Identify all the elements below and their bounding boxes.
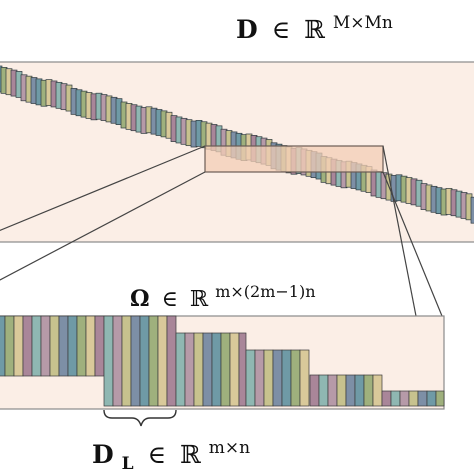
- zoom-block: [354, 374, 365, 407]
- zoom-block: [299, 349, 310, 407]
- zoomed-block-staircase: [0, 315, 445, 407]
- zoom-block: [103, 315, 114, 407]
- zoom-block: [58, 315, 69, 377]
- label-Omega-set: ℝ: [190, 287, 209, 312]
- zoom-block: [372, 374, 383, 407]
- zoom-block: [22, 315, 33, 377]
- label-Omega: Ω ∈ ℝ m×(2m−1)n: [130, 282, 316, 312]
- label-Omega-in: ∈: [162, 287, 178, 312]
- label-DL-subscript: L: [122, 454, 134, 474]
- zoom-block: [193, 332, 204, 407]
- connector-right-upper: [382, 145, 417, 317]
- zoom-block: [272, 349, 283, 407]
- label-D-set: ℝ: [304, 15, 325, 44]
- zoom-block: [309, 374, 320, 407]
- zoom-block: [49, 315, 60, 377]
- brace-DL: [103, 409, 177, 427]
- highlight-region: [204, 145, 384, 173]
- zoom-block: [13, 315, 24, 377]
- diagonal-block-strip: [0, 65, 474, 224]
- zoom-block: [40, 315, 51, 377]
- zoom-block: [148, 315, 159, 407]
- zoom-block: [139, 315, 150, 407]
- zoom-block: [121, 315, 132, 407]
- zoom-block: [281, 349, 292, 407]
- zoom-block: [76, 315, 87, 377]
- zoom-block: [363, 374, 374, 407]
- label-DL-set: ℝ: [180, 440, 201, 469]
- label-D-in: ∈: [272, 15, 291, 44]
- zoom-block: [31, 315, 42, 377]
- zoom-connector-lines: [0, 145, 443, 317]
- label-DL-exponent: m×n: [209, 438, 250, 458]
- label-D-symbol: D: [236, 15, 258, 44]
- zoom-block: [318, 374, 329, 407]
- zoom-block: [202, 332, 213, 407]
- diagonal-block: [470, 196, 474, 224]
- zoom-block: [130, 315, 141, 407]
- zoom-block: [85, 315, 96, 377]
- label-DL-symbol: D: [92, 440, 114, 469]
- label-Omega-symbol: Ω: [130, 286, 150, 312]
- label-DL-in: ∈: [148, 440, 167, 469]
- zoom-block: [417, 390, 428, 407]
- zoom-block: [390, 390, 401, 407]
- zoom-block: [426, 390, 437, 407]
- zoom-block: [211, 332, 222, 407]
- label-D-exponent: M×Mn: [333, 13, 393, 33]
- zoom-block: [238, 332, 247, 407]
- zoom-block: [290, 349, 301, 407]
- zoom-block: [435, 390, 445, 407]
- zoom-block: [67, 315, 78, 377]
- connector-left-lower: [0, 171, 206, 281]
- zoom-block: [166, 315, 177, 407]
- zoom-block: [245, 349, 256, 407]
- zoom-block: [399, 390, 410, 407]
- connector-left-upper: [0, 145, 206, 232]
- zoom-block: [157, 315, 168, 407]
- zoom-block: [0, 315, 6, 377]
- zoom-block: [175, 332, 186, 407]
- zoom-block: [408, 390, 419, 407]
- zoom-block: [112, 315, 123, 407]
- zoom-block: [220, 332, 231, 407]
- zoom-block: [336, 374, 347, 407]
- label-D: D ∈ ℝ M×Mn: [236, 13, 393, 44]
- connector-right-lower: [382, 171, 443, 317]
- zoom-block: [263, 349, 274, 407]
- zoom-block: [327, 374, 338, 407]
- zoom-block: [184, 332, 195, 407]
- zoom-block: [4, 315, 15, 377]
- zoom-block: [94, 315, 105, 377]
- label-DL: D L ∈ ℝ m×n: [92, 438, 250, 474]
- label-Omega-exponent: m×(2m−1)n: [215, 282, 315, 301]
- zoom-block: [345, 374, 356, 407]
- zoom-block: [381, 390, 392, 407]
- zoom-block: [229, 332, 240, 407]
- zoom-block: [254, 349, 265, 407]
